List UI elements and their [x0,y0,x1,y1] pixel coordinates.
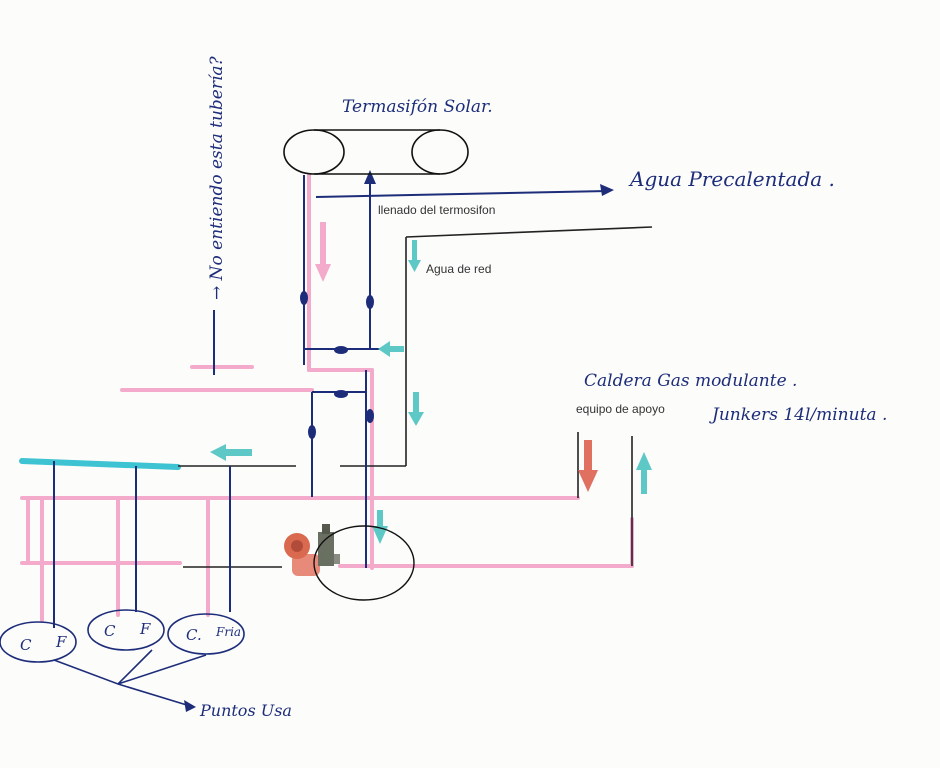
label-puntos-uso: Puntos Usa [199,701,292,720]
arrow-to-agua-precalentada-icon [600,184,614,196]
label-junkers: Junkers 14l/minuta . [709,405,887,425]
label-no-entiendo: → No entiendo esta tubería? [207,55,227,300]
pink-down-arrow-icon [315,222,331,282]
cyan-left-arrow-icon [210,444,252,461]
cyan-down-arrow-icon [408,392,424,426]
tap-outlet-1 [0,621,77,663]
arrow-up-icon [364,170,376,184]
label-f-2: F [139,620,151,638]
arrow-to-puntos-uso-icon [184,700,196,712]
label-llenado: llenado del termosifon [378,203,495,217]
cold-manifold [19,458,181,470]
label-equipo-apoyo: equipo de apoyo [576,402,665,416]
cyan-up-arrow-icon [636,452,652,494]
solar-thermosiphon-tank [283,129,469,175]
ink-pipes [178,226,653,568]
label-c-3: C. [186,626,202,644]
highlight-circle [313,525,415,601]
label-c-2: C [104,622,116,640]
flow-arrows [210,222,652,544]
cyan-down-arrow-icon [408,240,421,272]
tap-outlets [0,609,245,707]
valve-icon [334,346,348,354]
label-caldera: Caldera Gas modulante . [584,371,797,391]
label-termosifon: Termasifón Solar. [342,97,493,117]
cyan-left-arrow-icon [378,341,404,357]
label-f-3: Fria [215,625,241,639]
red-down-arrow-icon [578,440,598,492]
label-agua-red: Agua de red [426,262,491,276]
label-c-1: C [20,636,32,654]
valves [300,291,374,439]
valve-icon [308,425,316,439]
label-f-1: F [55,633,67,651]
valve-icon [366,295,374,309]
label-agua-precalentada: Agua Precalentada . [628,167,835,191]
circulation-pump [284,524,340,576]
puntos-uso-connector [53,649,207,707]
valve-icon [334,390,348,398]
tap-outlet-3 [167,613,245,655]
valve-icon [300,291,308,305]
valve-icon [366,409,374,423]
tap-outlet-2 [87,609,165,651]
cyan-down-arrow-icon [372,510,388,544]
